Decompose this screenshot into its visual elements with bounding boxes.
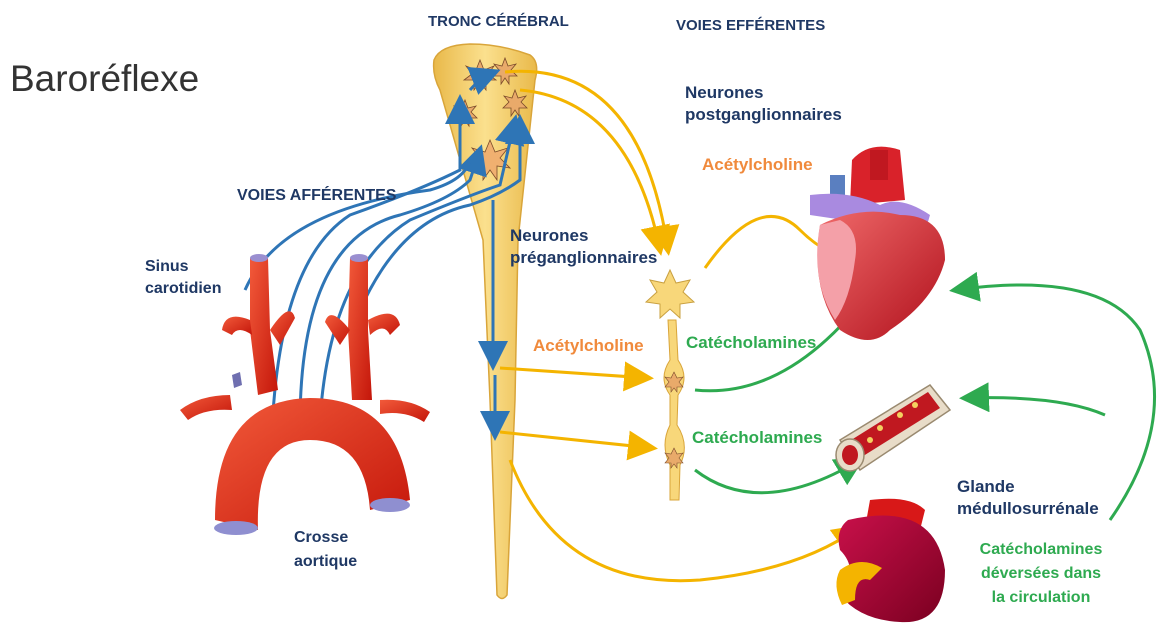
glande-line2: médullosurrénale (957, 498, 1099, 520)
crosse-line1: Crosse (294, 526, 357, 550)
circulation-line1: Catécholamines (966, 538, 1116, 562)
catecholamines-heart-label: Catécholamines (686, 333, 816, 353)
glande-medullosurrenale-label: Glande médullosurrénale (957, 476, 1099, 520)
neurones-postganglionnaires-line1: Neurones (685, 82, 842, 104)
sinus-carotidien-line1: Sinus (145, 256, 221, 278)
heart-illustration (810, 147, 945, 340)
acetylcholine-top-label: Acétylcholine (702, 155, 813, 175)
voies-afferentes-label: VOIES AFFÉRENTES (237, 186, 396, 206)
acetylcholine-mid-label: Acétylcholine (533, 336, 644, 356)
sinus-carotidien-label: Sinus carotidien (145, 256, 221, 300)
page-title: Baroréflexe (10, 58, 199, 100)
neurones-postganglionnaires-line2: postganglionnaires (685, 104, 842, 126)
sinus-carotidien-line2: carotidien (145, 278, 221, 300)
circulation-line3: la circulation (966, 586, 1116, 610)
ganglion-neuron (646, 270, 694, 318)
catecholamines-vessel-label: Catécholamines (692, 428, 822, 448)
tronc-cerebral-label: TRONC CÉRÉBRAL (428, 12, 569, 32)
neurones-preganglionnaires-label: Neurones préganglionnaires (510, 225, 657, 269)
neurones-postganglionnaires-label: Neurones postganglionnaires (685, 82, 842, 126)
catecholamines-circulation-label: Catécholamines déversées dans la circula… (966, 538, 1116, 610)
crosse-line2: aortique (294, 550, 357, 574)
blood-vessel-illustration (836, 385, 950, 471)
adrenal-gland-illustration (836, 499, 945, 622)
efferent-arrows (500, 71, 875, 580)
sympathetic-chain (664, 320, 684, 500)
neurones-preganglionnaires-line2: préganglionnaires (510, 247, 657, 269)
circulation-line2: déversées dans (966, 562, 1116, 586)
glande-line1: Glande (957, 476, 1099, 498)
crosse-aortique-label: Crosse aortique (294, 526, 357, 574)
neurones-preganglionnaires-line1: Neurones (510, 225, 657, 247)
voies-efferentes-label: VOIES EFFÉRENTES (676, 16, 825, 36)
